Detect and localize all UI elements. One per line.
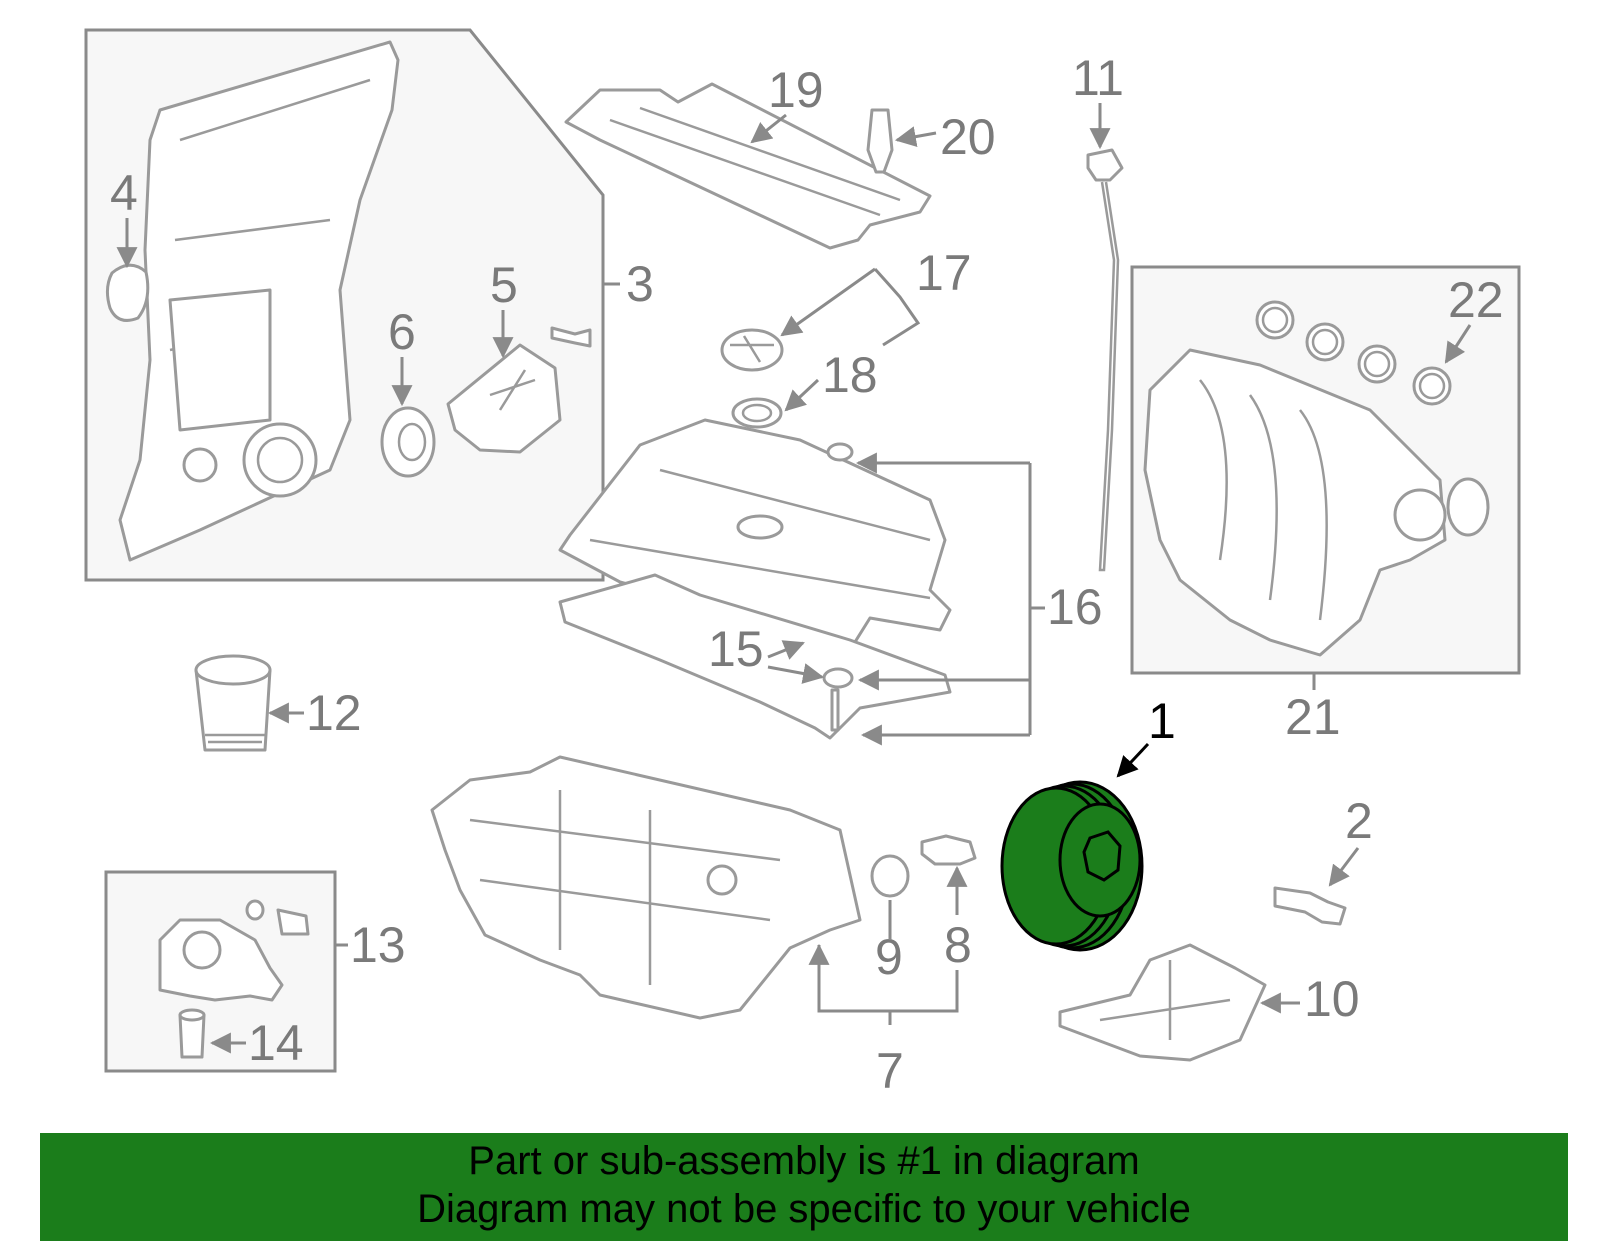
callout-22: 22 <box>1448 272 1504 328</box>
cover-5 <box>446 343 562 454</box>
callout-12: 12 <box>306 685 362 741</box>
callout-13: 13 <box>350 917 406 973</box>
oil-cap-group: 17 18 <box>720 245 972 429</box>
callout-3: 3 <box>626 256 654 312</box>
callout-17: 17 <box>916 245 972 301</box>
oil-seal-6 <box>380 406 436 478</box>
banner-line-2: Diagram may not be specific to your vehi… <box>417 1187 1191 1231</box>
oil-filter-group: 12 <box>194 654 362 752</box>
gasket-4 <box>105 263 150 322</box>
pulley-bolt-2 <box>1273 886 1347 926</box>
bolt-20 <box>866 108 894 174</box>
callout-7: 7 <box>876 1043 904 1099</box>
callout-15: 15 <box>708 621 764 677</box>
callout-6: 6 <box>388 304 416 360</box>
callout-14: 14 <box>248 1015 304 1071</box>
callout-5: 5 <box>490 257 518 313</box>
oil-filter-base-group: 13 14 <box>104 870 406 1073</box>
callout-1: 1 <box>1148 693 1176 749</box>
callout-16: 16 <box>1047 579 1103 635</box>
callout-10: 10 <box>1304 971 1360 1027</box>
callout-18: 18 <box>822 347 878 403</box>
intake-manifold-group: 22 21 <box>1130 265 1521 745</box>
cap-seal-18 <box>731 397 783 429</box>
callout-8: 8 <box>944 917 972 973</box>
callout-19: 19 <box>768 62 824 118</box>
pulley-bolt-group: 2 <box>1273 793 1373 926</box>
crankshaft-pulley-1: 1 <box>1000 693 1176 952</box>
banner-line-1: Part or sub-assembly is #1 in diagram <box>468 1139 1140 1183</box>
head-cover-gasket <box>558 573 952 740</box>
drain-bolt-8 <box>920 834 977 866</box>
oil-pan <box>430 755 862 1020</box>
bolt-5 <box>550 326 592 348</box>
head-cover-group: 16 15 <box>558 418 1103 746</box>
baffle-plate-group: 10 <box>1058 943 1360 1062</box>
callout-4: 4 <box>110 165 138 221</box>
callout-21: 21 <box>1285 689 1341 745</box>
dipstick-11 <box>1086 148 1124 182</box>
seal-16-top <box>826 442 854 462</box>
washer-15 <box>822 667 854 689</box>
callout-11: 11 <box>1072 50 1124 106</box>
engine-cover-19 <box>564 82 932 250</box>
info-banner: Part or sub-assembly is #1 in diagram Di… <box>40 1133 1568 1241</box>
baffle-plate-10 <box>1058 943 1267 1062</box>
callout-2: 2 <box>1345 793 1373 849</box>
callout-20: 20 <box>940 109 996 165</box>
oil-pan-group: 9 8 7 <box>430 755 977 1099</box>
timing-cover-group: 3 4 5 6 <box>84 28 654 582</box>
washer-9 <box>870 854 910 898</box>
engine-cover-group: 19 20 <box>564 62 996 250</box>
dipstick-group: 11 <box>1072 50 1124 572</box>
